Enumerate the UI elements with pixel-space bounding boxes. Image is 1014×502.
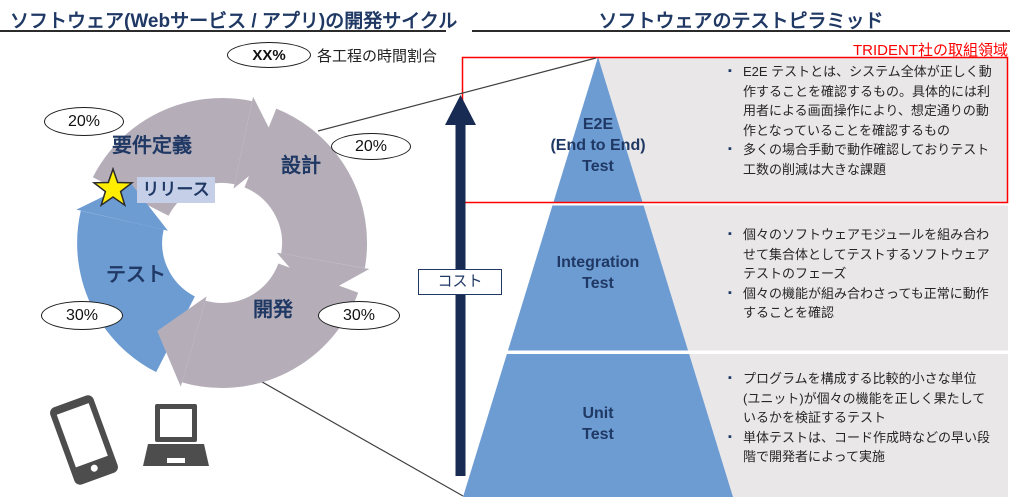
list-item: ▪ プログラムを構成する比較的小さな単位(ユニット)が個々の機能を正しく果たして… xyxy=(728,369,992,428)
cost-label: コスト xyxy=(418,269,502,295)
left-title-underline xyxy=(0,30,446,32)
phase-requirements: 要件定義 xyxy=(112,135,192,157)
phase-test: テスト xyxy=(106,264,166,286)
legend-label: 各工程の時間割合 xyxy=(317,48,438,65)
cycle-arrowhead-top xyxy=(233,96,281,189)
phase-develop: 開発 xyxy=(253,299,293,321)
bullet-square-icon: ▪ xyxy=(728,372,732,384)
test-pyramid xyxy=(463,57,733,497)
level-e2e-line1: E2E xyxy=(582,116,614,133)
pyramid-separator-2 xyxy=(460,350,1008,354)
level-unit-line1: Unit xyxy=(582,405,614,422)
list-item: ▪ 個々の機能が組み合わさっても正常に動作することを確認 xyxy=(728,284,992,323)
cycle-arc-design xyxy=(243,108,368,269)
right-title-underline xyxy=(472,30,1010,32)
percent-develop: 30% xyxy=(318,301,400,330)
level-integration-line2: Test xyxy=(582,275,614,292)
cycle-arrowhead-bottom xyxy=(157,296,207,387)
list-item: ▪ 単体テストは、コード作成時などの早い段階で開発者によって実施 xyxy=(728,428,992,467)
bullet-square-icon: ▪ xyxy=(728,143,732,155)
list-item: ▪ E2E テストとは、システム全体が正しく動作することを確認するもの。具体的に… xyxy=(728,62,992,140)
pyramid-separator-1 xyxy=(460,202,1008,206)
scope-label: TRIDENT社の取組領域 xyxy=(853,42,1008,59)
legend-percent-badge: XX% xyxy=(227,42,311,68)
level-unit-label: Unit Test xyxy=(498,403,698,445)
cycle-arc-test xyxy=(77,210,197,373)
unit-bullet-list: ▪ プログラムを構成する比較的小さな単位(ユニット)が個々の機能を正しく果たして… xyxy=(728,369,992,467)
release-star-icon xyxy=(91,166,135,208)
connector-line-top xyxy=(317,57,597,132)
bullet-square-icon: ▪ xyxy=(728,65,732,77)
bullet-text: プログラムを構成する比較的小さな単位(ユニット)が個々の機能を正しく果たしている… xyxy=(743,371,986,425)
bullet-square-icon: ▪ xyxy=(728,286,732,299)
percent-test: 30% xyxy=(41,301,123,330)
bullet-text: 個々のソフトウェアモジュールを組み合わせて集合体としてテストするソフトウェアテス… xyxy=(743,227,990,281)
right-section-title: ソフトウェアのテストピラミッド xyxy=(598,11,884,32)
e2e-bullet-list: ▪ E2E テストとは、システム全体が正しく動作することを確認するもの。具体的に… xyxy=(728,62,992,179)
integration-bullet-list: ▪ 個々のソフトウェアモジュールを組み合わせて集合体としてテストするソフトウェア… xyxy=(728,225,992,323)
level-integration-label: Integration Test xyxy=(498,252,698,294)
cycle-arrowhead-right xyxy=(276,252,370,299)
level-e2e-line2: (End to End) xyxy=(550,137,646,154)
percent-requirements: 20% xyxy=(44,107,124,136)
level-e2e-line3: Test xyxy=(582,158,614,175)
left-section-title: ソフトウェア(Webサービス / アプリ)の開発サイクル xyxy=(10,11,458,32)
percent-design: 20% xyxy=(331,133,411,160)
bullet-text: E2E テストとは、システム全体が正しく動作することを確認するもの。具体的には利… xyxy=(743,64,992,138)
bullet-text: 多くの場合手動で動作確認しておりテスト工数の削減は大きな課題 xyxy=(743,142,990,177)
smartphone-icon xyxy=(50,395,118,485)
bullet-square-icon: ▪ xyxy=(728,430,732,443)
release-label: リリース xyxy=(137,177,215,203)
list-item: ▪ 多くの場合手動で動作確認しておりテスト工数の削減は大きな課題 xyxy=(728,140,992,179)
bullet-square-icon: ▪ xyxy=(728,228,732,240)
level-integration-line1: Integration xyxy=(556,254,640,271)
list-item: ▪ 個々のソフトウェアモジュールを組み合わせて集合体としてテストするソフトウェア… xyxy=(728,225,992,284)
level-e2e-label: E2E (End to End) Test xyxy=(498,114,698,177)
bullet-text: 単体テストは、コード作成時などの早い段階で開発者によって実施 xyxy=(743,429,991,465)
cycle-arc-develop xyxy=(181,262,359,388)
bullet-text: 個々の機能が組み合わさっても正常に動作することを確認 xyxy=(743,285,989,321)
cycle-arrowhead-release xyxy=(76,183,168,231)
phase-design: 設計 xyxy=(281,155,321,177)
level-unit-line2: Test xyxy=(582,426,614,443)
laptop-icon xyxy=(143,404,209,466)
